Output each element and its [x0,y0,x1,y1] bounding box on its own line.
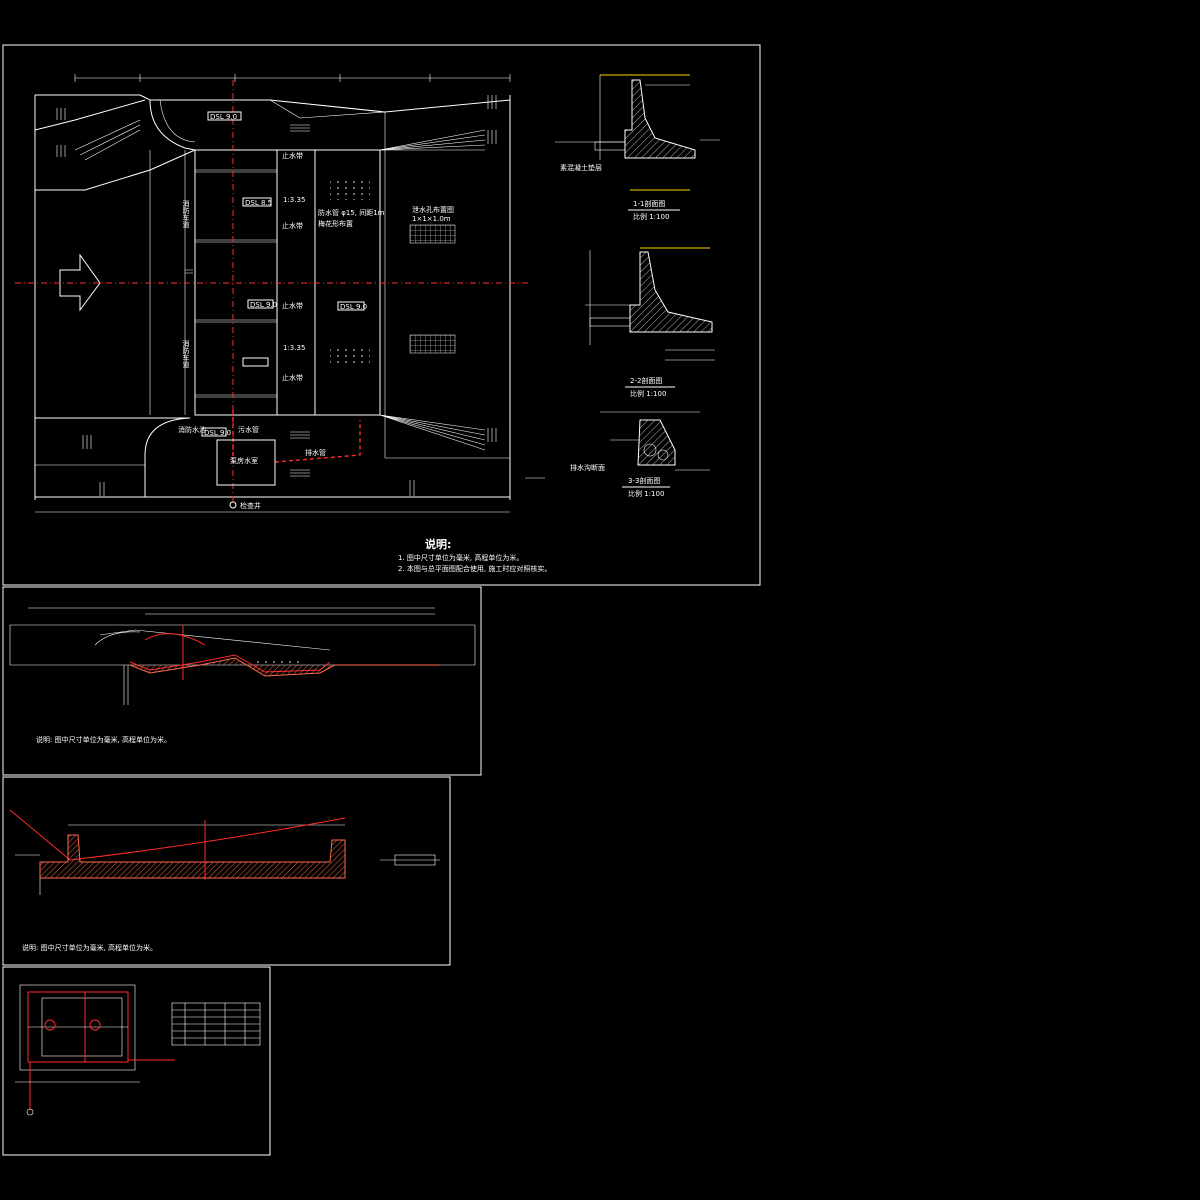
label-box-bottom: DSL 9.0 [204,429,231,437]
outfall-well-icon [229,501,237,509]
label-sewer: 污水管 [238,425,259,434]
label-fire-lane-2: 消防车道 [182,339,190,369]
notes-line-1: 1. 图中尺寸单位为毫米, 高程单位为米。 [398,553,523,562]
section-1-1: 素混凝土垫层 1-1剖面图 比例 1:100 [555,74,720,221]
label-slope-2: 1:3.35 [283,344,305,352]
label-box-left-3: DSL 9.0 [250,301,277,309]
section-2-title: 2-2剖面图 [630,376,662,385]
step-lines [195,169,277,398]
panel-3-note: 说明: 图中尺寸单位为毫米, 高程单位为米。 [22,943,157,952]
label-waterstop-4: 止水带 [282,373,303,382]
right-drain-fans [269,99,510,459]
section-2-scale: 比例 1:100 [630,389,666,398]
label-waterstop-1: 止水带 [282,151,303,160]
label-box-left-2: DSL 8.5 [245,199,272,207]
drain-pipe-red [274,420,361,463]
label-fire-pool: 消防水池 [178,425,206,434]
label-drain-pipe: 排水管 [305,448,326,457]
svg-text:素混凝土垫层: 素混凝土垫层 [560,163,602,172]
label-box-mid: DSL 9.0 [340,303,367,311]
label-top-box: DSL 9.0 [210,113,237,121]
panel-2-note: 说明: 图中尺寸单位为毫米, 高程单位为米。 [36,735,171,744]
section-3-scale: 比例 1:100 [628,489,664,498]
section-1-scale: 比例 1:100 [633,212,669,221]
label-mid-text-1: 防水管 φ15, 间距1m [318,208,385,217]
flow-direction-arrow-icon [59,253,101,312]
section-1-title: 1-1剖面图 [633,199,665,208]
label-right-text-1: 泄水孔布置图 [412,205,454,214]
panel-plan-view: DSL 9.0 DSL 8.5 DSL 9.0 DSL 9.0 DSL 9.0 … [2,44,761,586]
section-3-title: 3-3剖面图 [628,476,660,485]
label-mid-text-2: 梅花形布置 [318,219,353,228]
panel-pool-section: 说明: 图中尺寸单位为毫米, 高程单位为米。 [2,776,451,966]
notes-title: 说明: [425,537,451,551]
dot-pattern-bottom [330,345,370,365]
label-waterstop-3: 止水带 [282,301,303,310]
grating-top [409,224,456,244]
grating-bottom [409,334,456,354]
road-markings [56,95,497,496]
label-right-text-2: 1×1×1.0m [412,215,451,223]
pump-house [216,439,276,486]
label-slope-1: 1:3.35 [283,196,305,204]
label-pump-house: 泵房水室 [230,456,258,465]
section-2-2: 2-2剖面图 比例 1:100 [585,247,715,398]
dot-pattern-top [330,180,370,200]
label-well: 检查井 [240,501,261,510]
notes-line-2: 2. 本图与总平面图配合使用, 施工时应对照核实。 [398,564,551,573]
top-dimension-line [74,74,511,82]
panel-pump-room-plan [2,966,271,1156]
panel-longitudinal-section: 说明: 图中尺寸单位为毫米, 高程单位为米。 [2,586,482,776]
section-3-3: 排水沟断面 3-3剖面图 比例 1:100 [570,411,710,498]
label-fire-lane-1: 消防车道 [182,199,190,229]
svg-text:排水沟断面: 排水沟断面 [570,463,605,472]
label-waterstop-2: 止水带 [282,221,303,230]
